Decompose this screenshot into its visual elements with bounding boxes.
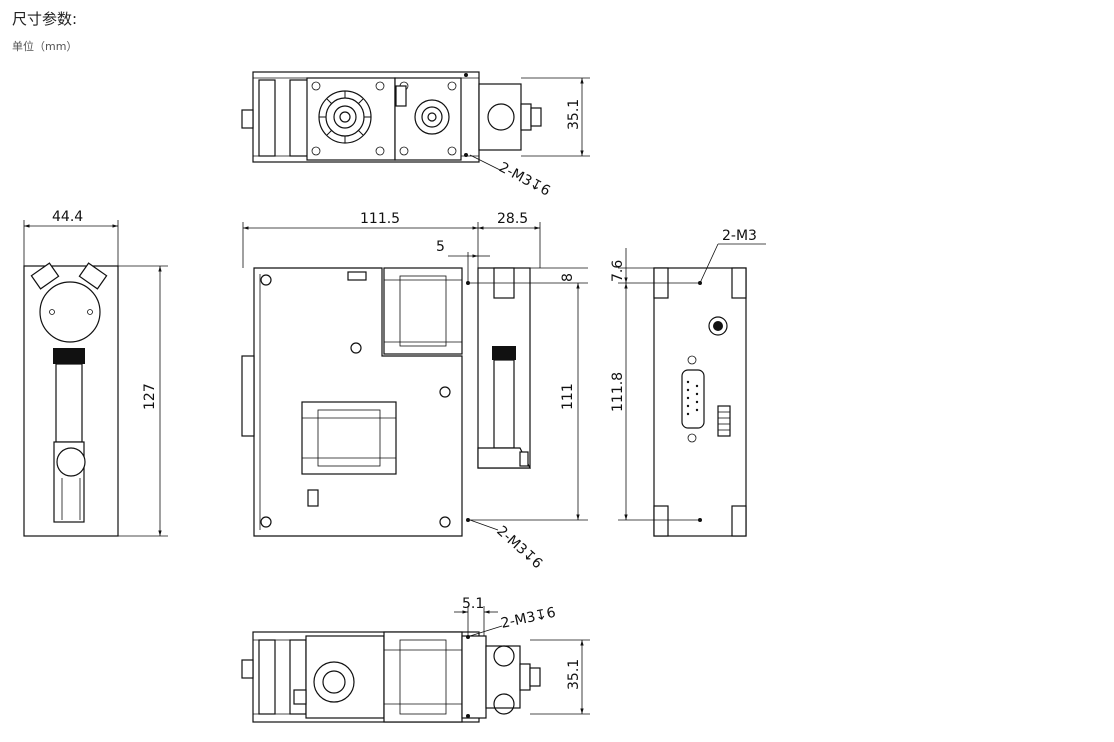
dim-front-offset-v: 8 bbox=[560, 273, 576, 282]
dim-side-width: 44.4 bbox=[52, 209, 83, 225]
page-title: 尺寸参数: bbox=[12, 10, 78, 28]
dim-rear-offset: 7.6 bbox=[610, 260, 626, 282]
db15-connector-icon bbox=[681, 355, 705, 443]
dim-bottom-offset: 5.1 bbox=[462, 596, 484, 612]
dim-front-offset: 5 bbox=[436, 239, 445, 255]
gear-icon bbox=[318, 90, 372, 144]
top-hole-callout: 2-M3↧6 bbox=[496, 159, 553, 199]
rear-view: 7.6 111.8 2-M3 bbox=[610, 228, 766, 537]
dim-top-height: 35.1 bbox=[566, 99, 582, 130]
bottom-view: 5.1 2-M3↧6 35.1 bbox=[241, 596, 590, 723]
dim-front-height: 111 bbox=[560, 383, 576, 410]
bottom-hole-callout: 2-M3↧6 bbox=[500, 605, 558, 632]
dim-bottom-height: 35.1 bbox=[566, 659, 582, 690]
front-view: 111.5 28.5 5 111 8 2-M3↧6 bbox=[241, 211, 588, 572]
unit-note: 单位（mm） bbox=[12, 40, 78, 53]
dim-front-width: 111.5 bbox=[360, 211, 400, 227]
front-hole-callout: 2-M3↧6 bbox=[493, 523, 545, 572]
dim-side-height: 127 bbox=[142, 383, 158, 410]
side-view: 44.4 127 bbox=[23, 209, 168, 537]
rear-thread-callout: 2-M3 bbox=[722, 228, 757, 244]
gear-icon bbox=[708, 316, 728, 336]
top-view: 35.1 2-M3↧6 bbox=[241, 71, 590, 200]
dim-front-ext-width: 28.5 bbox=[497, 211, 528, 227]
dim-rear-height: 111.8 bbox=[610, 372, 626, 412]
